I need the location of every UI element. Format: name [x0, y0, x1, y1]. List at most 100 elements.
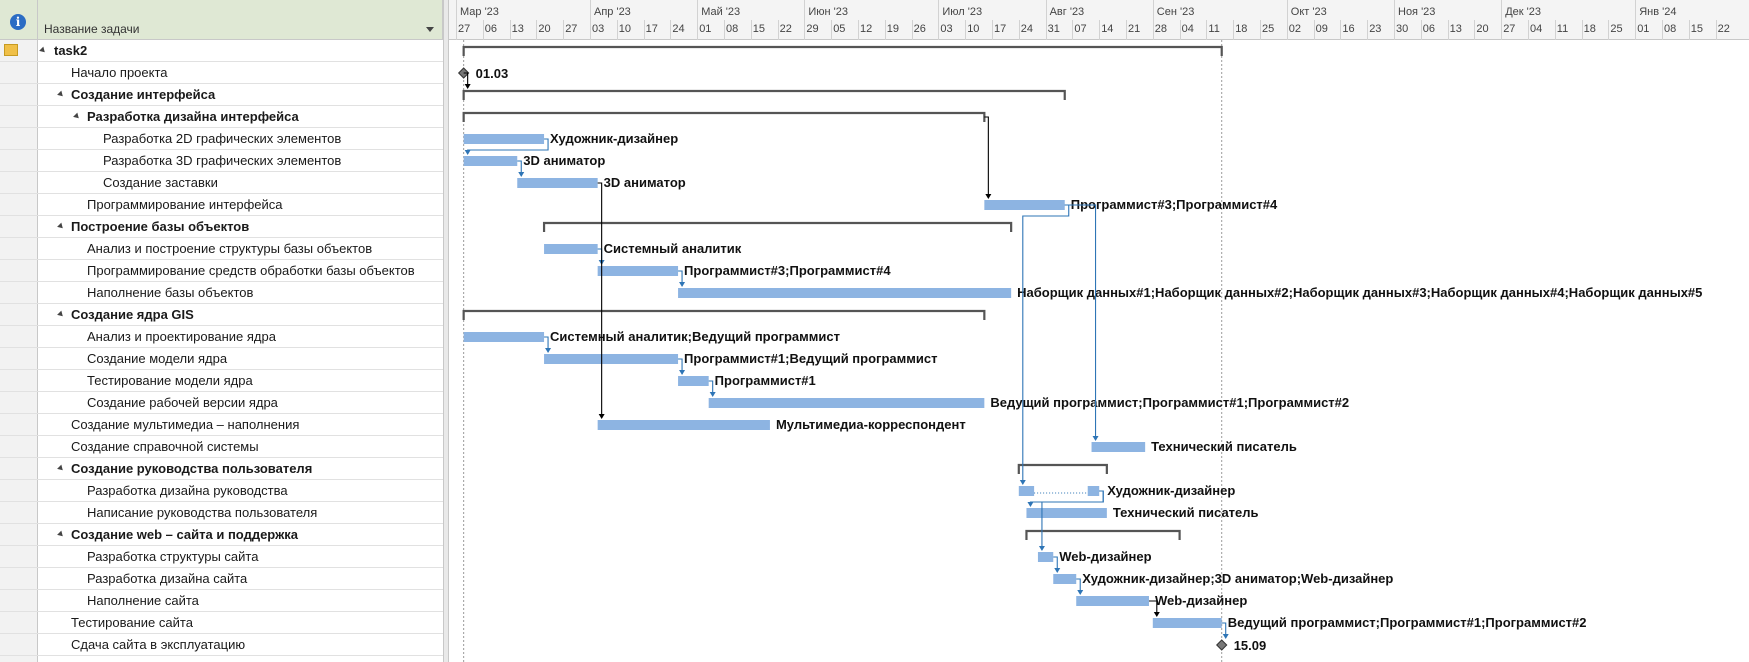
- summary-bar[interactable]: [1025, 529, 1181, 540]
- resource-label[interactable]: Художник-дизайнер;3D аниматор;Web-дизайн…: [1082, 571, 1393, 586]
- task-row[interactable]: Начало проекта: [0, 62, 443, 84]
- task-row[interactable]: Разработка дизайна руководства: [0, 480, 443, 502]
- task-row[interactable]: Разработка 2D графических элементов: [0, 128, 443, 150]
- resource-label[interactable]: Художник-дизайнер: [1107, 483, 1235, 498]
- task-bar[interactable]: [1053, 574, 1077, 584]
- task-row[interactable]: Создание рабочей версии ядра: [0, 392, 443, 414]
- task-row[interactable]: Наполнение базы объектов: [0, 282, 443, 304]
- task-bar[interactable]: [678, 288, 1012, 298]
- pane-splitter[interactable]: [443, 0, 449, 662]
- task-bar[interactable]: [1037, 552, 1054, 562]
- summary-bar[interactable]: [462, 111, 986, 122]
- task-name[interactable]: Анализ и построение структуры базы объек…: [87, 241, 373, 256]
- task-row[interactable]: Создание мультимедиа – наполнения: [0, 414, 443, 436]
- task-row[interactable]: Разработка дизайна сайта: [0, 568, 443, 590]
- task-row[interactable]: Анализ и построение структуры базы объек…: [0, 238, 443, 260]
- task-bar[interactable]: [1152, 618, 1222, 628]
- summary-bar[interactable]: [462, 89, 1066, 100]
- task-row[interactable]: Программирование интерфейса: [0, 194, 443, 216]
- task-name[interactable]: Создание справочной системы: [71, 439, 259, 454]
- task-row[interactable]: Разработка структуры сайта: [0, 546, 443, 568]
- resource-label[interactable]: Программист#3;Программист#4: [684, 263, 891, 278]
- task-row[interactable]: Наполнение сайта: [0, 590, 443, 612]
- task-name[interactable]: Наполнение сайта: [87, 593, 199, 608]
- resource-label[interactable]: Технический писатель: [1151, 439, 1297, 454]
- resource-label[interactable]: 3D аниматор: [604, 175, 686, 190]
- task-name[interactable]: task2: [54, 43, 88, 58]
- task-name[interactable]: Разработка дизайна интерфейса: [87, 109, 299, 124]
- task-name[interactable]: Создание мультимедиа – наполнения: [71, 417, 300, 432]
- task-bar[interactable]: [544, 354, 679, 364]
- task-bar[interactable]: [517, 178, 598, 188]
- task-name[interactable]: Анализ и проектирование ядра: [87, 329, 276, 344]
- resource-label[interactable]: Программист#3;Программист#4: [1071, 197, 1278, 212]
- info-icon[interactable]: i: [10, 14, 26, 30]
- summary-bar[interactable]: [542, 221, 1013, 232]
- task-row[interactable]: Создание web – сайта и поддержка: [0, 524, 443, 546]
- task-name[interactable]: Создание заставки: [103, 175, 218, 190]
- task-row[interactable]: Создание интерфейса: [0, 84, 443, 106]
- task-bar[interactable]: [1087, 486, 1100, 496]
- task-name[interactable]: Разработка структуры сайта: [87, 549, 259, 564]
- milestone-date-label[interactable]: 15.09: [1234, 638, 1267, 653]
- indicators-header[interactable]: i: [0, 0, 38, 40]
- task-bar[interactable]: [1018, 486, 1035, 496]
- task-name-column-header[interactable]: Название задачи: [38, 0, 443, 40]
- task-bar[interactable]: [544, 244, 598, 254]
- task-name[interactable]: Построение базы объектов: [71, 219, 250, 234]
- task-row[interactable]: Написание руководства пользователя: [0, 502, 443, 524]
- task-name[interactable]: Разработка дизайна сайта: [87, 571, 248, 586]
- chevron-down-icon[interactable]: [426, 27, 434, 32]
- summary-bar[interactable]: [1017, 463, 1108, 474]
- resource-label[interactable]: Программист#1;Ведущий программист: [684, 351, 937, 366]
- task-name[interactable]: Написание руководства пользователя: [87, 505, 318, 520]
- task-name[interactable]: Создание интерфейса: [71, 87, 216, 102]
- resource-label[interactable]: Web-дизайнер: [1155, 593, 1247, 608]
- resource-label[interactable]: Системный аналитик;Ведущий программист: [550, 329, 840, 344]
- task-row[interactable]: Тестирование сайта: [0, 612, 443, 634]
- resource-label[interactable]: Технический писатель: [1113, 505, 1259, 520]
- task-bar[interactable]: [678, 376, 709, 386]
- resource-label[interactable]: 3D аниматор: [523, 153, 605, 168]
- task-name[interactable]: Создание руководства пользователя: [71, 461, 313, 476]
- task-name[interactable]: Создание ядра GIS: [71, 307, 194, 322]
- task-row[interactable]: Создание ядра GIS: [0, 304, 443, 326]
- task-bar[interactable]: [1026, 508, 1107, 518]
- task-name[interactable]: Разработка дизайна руководства: [87, 483, 288, 498]
- task-bar[interactable]: [463, 332, 545, 342]
- task-bar[interactable]: [597, 266, 679, 276]
- task-name[interactable]: Начало проекта: [71, 65, 168, 80]
- resource-label[interactable]: Системный аналитик: [604, 241, 742, 256]
- milestone-diamond[interactable]: [1216, 639, 1228, 651]
- note-icon[interactable]: [4, 44, 18, 56]
- task-name[interactable]: Наполнение базы объектов: [87, 285, 254, 300]
- resource-label[interactable]: Программист#1: [715, 373, 816, 388]
- task-row[interactable]: Создание модели ядра: [0, 348, 443, 370]
- task-name[interactable]: Программирование интерфейса: [87, 197, 283, 212]
- resource-label[interactable]: Ведущий программист;Программист#1;Програ…: [990, 395, 1349, 410]
- summary-bar[interactable]: [462, 45, 1223, 56]
- task-name[interactable]: Создание рабочей версии ядра: [87, 395, 278, 410]
- task-name[interactable]: Сдача сайта в эксплуатацию: [71, 637, 246, 652]
- task-bar[interactable]: [708, 398, 985, 408]
- resource-label[interactable]: Художник-дизайнер: [550, 131, 678, 146]
- resource-label[interactable]: Web-дизайнер: [1059, 549, 1151, 564]
- task-row[interactable]: Программирование средств обработки базы …: [0, 260, 443, 282]
- task-row[interactable]: Сдача сайта в эксплуатацию: [0, 634, 443, 656]
- task-bar[interactable]: [1091, 442, 1146, 452]
- task-name[interactable]: Тестирование сайта: [71, 615, 193, 630]
- task-name[interactable]: Разработка 2D графических элементов: [103, 131, 342, 146]
- milestone-date-label[interactable]: 01.03: [476, 66, 509, 81]
- summary-bar[interactable]: [462, 309, 986, 320]
- task-bar[interactable]: [1076, 596, 1149, 606]
- task-row[interactable]: Анализ и проектирование ядра: [0, 326, 443, 348]
- task-row[interactable]: Разработка дизайна интерфейса: [0, 106, 443, 128]
- task-row[interactable]: Разработка 3D графических элементов: [0, 150, 443, 172]
- task-row[interactable]: Создание заставки: [0, 172, 443, 194]
- task-name[interactable]: Разработка 3D графических элементов: [103, 153, 342, 168]
- task-row[interactable]: task2: [0, 40, 443, 62]
- task-bar[interactable]: [463, 134, 545, 144]
- milestone-diamond[interactable]: [457, 67, 470, 79]
- task-name[interactable]: Создание модели ядра: [87, 351, 228, 366]
- task-bar[interactable]: [984, 200, 1065, 210]
